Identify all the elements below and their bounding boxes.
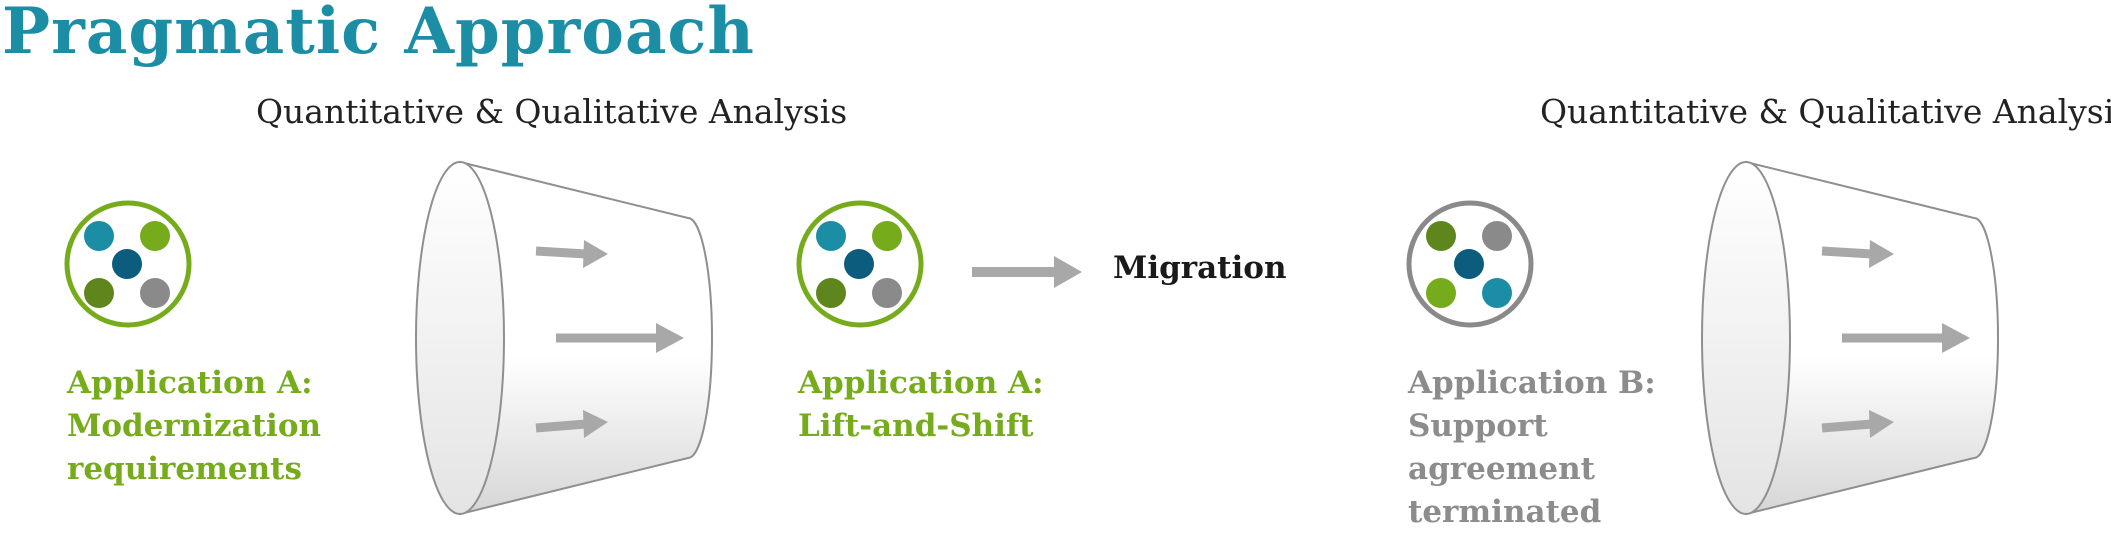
app-a-modernization-icon [64,200,192,328]
app-a-lift-shift-icon [796,200,924,328]
analysis-label-left: Quantitative & Qualitative Analysis [256,92,848,131]
migration-label: Migration [1113,250,1287,286]
app-b-icon [1406,200,1534,328]
app-a-modernization-label: Application A: Modernization requirement… [67,365,322,487]
funnel-left [415,160,713,516]
funnel-right [1701,160,1999,516]
app-b-label: Application B: Support agreement termina… [1408,365,1656,530]
migration-arrow [972,256,1082,288]
page-title: Pragmatic Approach [2,0,755,69]
funnel-left-arrows [535,240,684,438]
analysis-label-right: Quantitative & Qualitative Analysis [1540,92,2111,131]
app-a-lift-shift-label: Application A: Lift-and-Shift [798,365,1044,444]
funnel-right-arrows [1821,240,1970,438]
